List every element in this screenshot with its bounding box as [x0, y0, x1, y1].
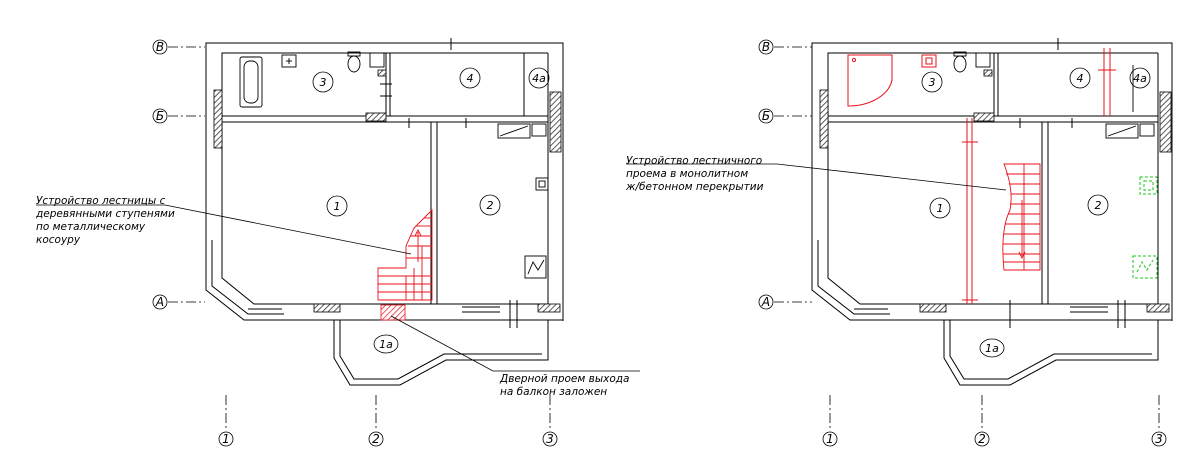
axis-label-v: В — [156, 40, 164, 54]
room-2: 2 — [1095, 199, 1102, 212]
room-1a: 1а — [985, 342, 999, 355]
new-shower-and-sink — [847, 48, 1116, 116]
fixtures — [953, 51, 1155, 139]
annotation-line: косоуру — [36, 234, 81, 246]
axis-label-1: 1 — [222, 432, 230, 446]
annotation-line: Устройство лестницы с — [36, 195, 166, 207]
axis-label-a: А — [761, 295, 770, 309]
axis-label-2: 2 — [978, 432, 986, 446]
closed-doorway — [380, 304, 406, 321]
annotation-line: проема в монолитном — [626, 168, 748, 180]
new-opening — [962, 118, 978, 304]
axis-label-b: Б — [762, 109, 770, 123]
axis-label-v: В — [762, 40, 770, 54]
axis-markers — [152, 39, 558, 447]
annotation-opening: Устройство лестничного проема в монолитн… — [625, 155, 764, 193]
annotation-line: по металлическому — [36, 221, 146, 233]
walls — [205, 38, 564, 386]
room-labels — [921, 67, 1151, 358]
annotation-doorway: Дверной проем выхода на балкон заложен — [499, 373, 629, 398]
annotation-line: на балкон заложен — [500, 386, 607, 398]
room-labels — [312, 67, 550, 354]
columns — [213, 69, 562, 313]
room-2: 2 — [487, 199, 494, 212]
room-4a: 4а — [532, 72, 546, 85]
plan-before: В Б А 1 2 3 — [35, 38, 640, 447]
new-equipment — [1132, 176, 1158, 279]
axis-label-3: 3 — [1155, 432, 1163, 446]
room-4: 4 — [1077, 72, 1084, 85]
room-4: 4 — [467, 72, 474, 85]
plan-after: В Б А 1 2 3 — [625, 38, 1173, 447]
new-staircase — [377, 208, 433, 301]
room-1: 1 — [937, 202, 944, 215]
room-4a: 4а — [1133, 72, 1147, 85]
leader-lines — [626, 163, 1007, 191]
axis-label-2: 2 — [372, 432, 380, 446]
annotation-line: ж/бетонном перекрытии — [625, 181, 764, 193]
annotation-line: Устройство лестничного — [626, 155, 762, 167]
walls — [811, 38, 1173, 386]
new-staircase — [1002, 163, 1041, 271]
room-1: 1 — [334, 200, 341, 213]
room-3: 3 — [320, 76, 327, 89]
annotation-staircase: Устройство лестницы с деревянными ступен… — [35, 195, 175, 246]
annotation-line: Дверной проем выхода — [499, 373, 629, 385]
room-1a: 1а — [379, 338, 393, 351]
axis-label-3: 3 — [546, 432, 554, 446]
axis-label-a: А — [155, 295, 164, 309]
leader-lines — [36, 204, 640, 372]
fixtures — [239, 51, 549, 279]
annotation-line: деревянными ступенями — [35, 208, 175, 220]
axis-markers — [758, 39, 1167, 447]
axis-label-b: Б — [156, 109, 164, 123]
axis-label-1: 1 — [826, 432, 834, 446]
columns — [819, 69, 1172, 313]
room-3: 3 — [929, 76, 936, 89]
